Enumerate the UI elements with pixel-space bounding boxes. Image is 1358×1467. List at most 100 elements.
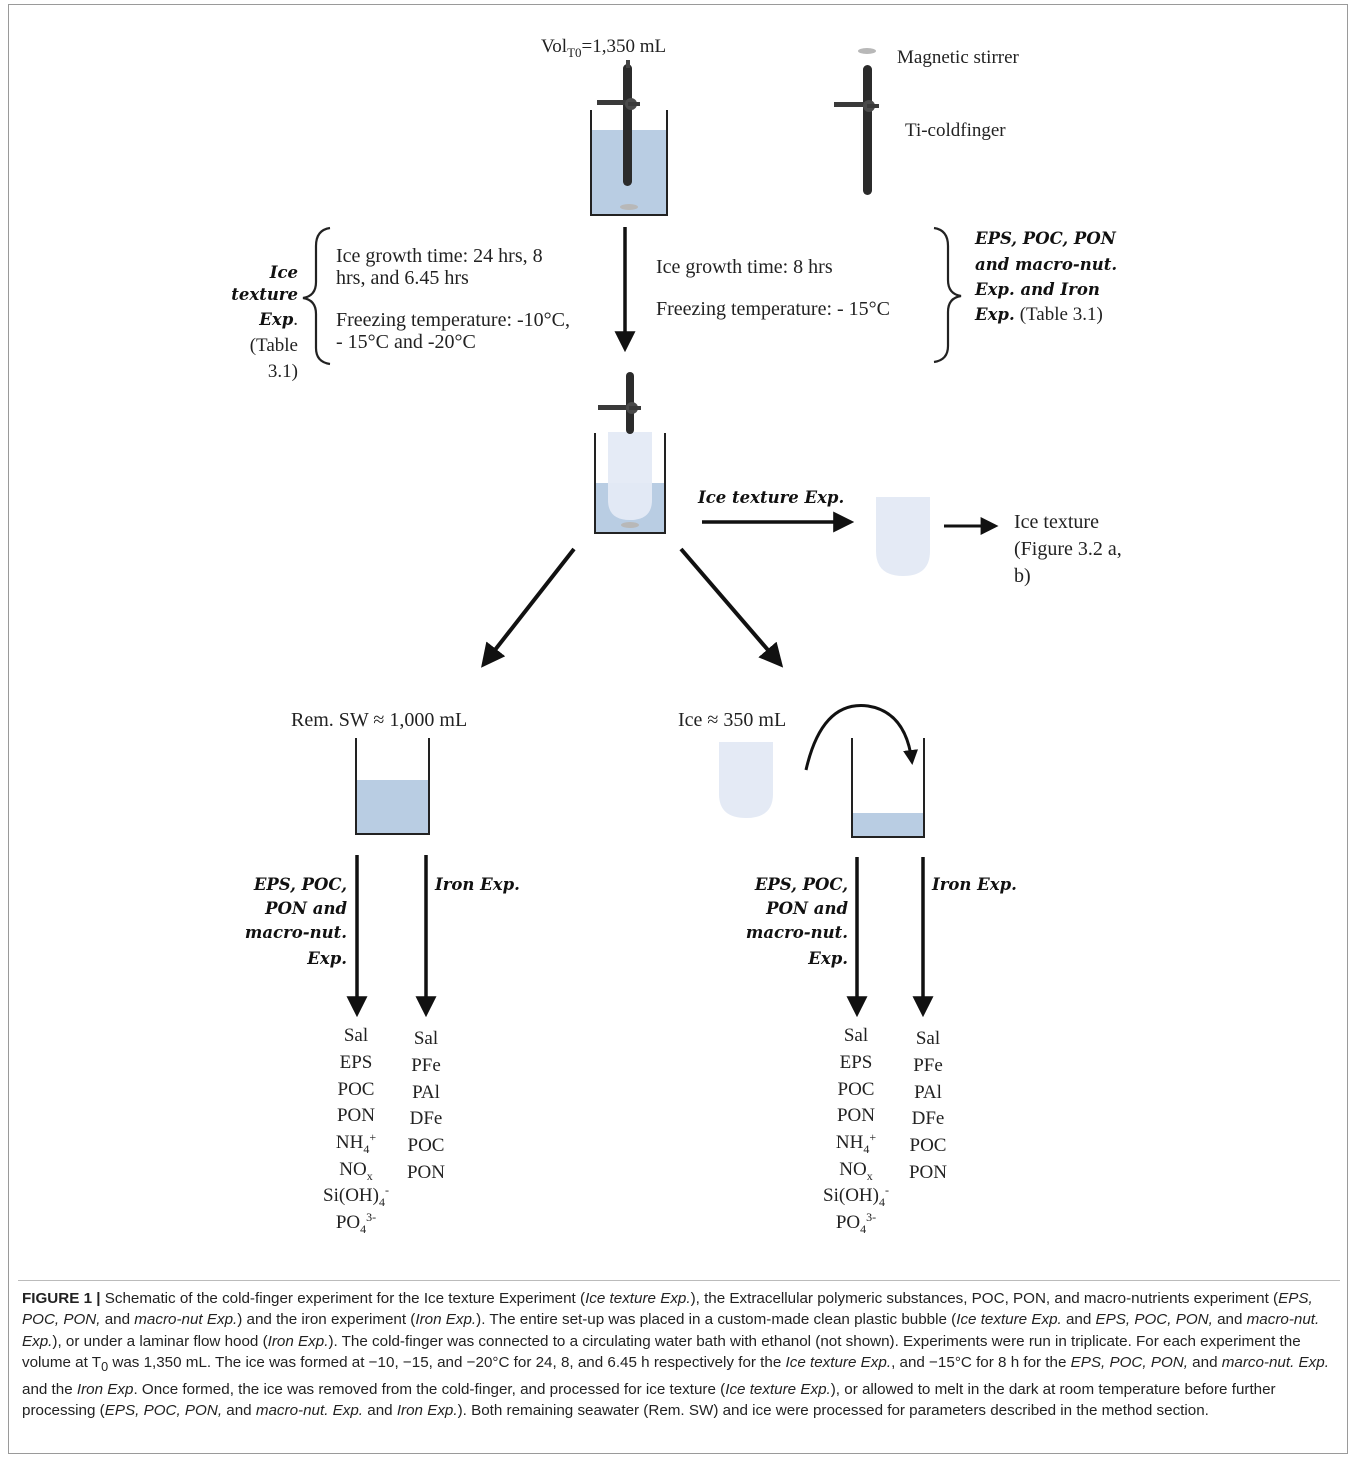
left-temp-line-1: Freezing temperature: -10°C, [336,309,570,331]
caption-segment: and [1212,1311,1247,1329]
param: PFe [913,1055,943,1076]
caption-segment: macro-nut. Exp. [255,1402,364,1420]
left-exp-line-2: texture [231,285,298,304]
caption-segment: EPS, POC, PON, [22,1290,1313,1329]
param: Sal [844,1025,868,1046]
ice-iron-label: Iron Exp. [931,875,1017,894]
caption-segment: Schematic of the cold-finger experiment … [100,1290,586,1307]
ice-eps-line-2: PON and [765,899,848,918]
caption-segment: ). The entire set-up was placed in a cus… [476,1311,957,1329]
caption-segment: Ice texture Exp. [725,1380,831,1398]
caption-segment: Ice texture Exp. [956,1311,1062,1329]
ice-on-finger [608,432,652,520]
right-exp-line-3: Exp. and Iron [974,280,1100,299]
param: DFe [410,1108,443,1129]
ice-eps-line-4: Exp. [807,949,848,968]
caption-segment: and [100,1311,135,1329]
figure-caption: FIGURE 1 | Schematic of the cold-finger … [22,1288,1332,1421]
remaining-eps-line-1: EPS, POC, [253,875,347,894]
param: PO43- [336,1210,376,1236]
vessel-remaining [355,738,430,835]
param: DFe [912,1108,945,1129]
ice-block-melt [719,742,773,818]
param: PON [909,1162,947,1183]
caption-segment: Iron Exp [76,1380,134,1398]
param: Sal [414,1028,438,1049]
arrow-pour-ice [804,704,919,771]
arrow-to-remaining [481,547,576,668]
param: EPS [340,1052,373,1073]
ice-eps-line-1: EPS, POC, [754,875,848,894]
remaining-eps-line-3: macro-nut. [245,923,347,942]
param: NH4+ [836,1130,876,1156]
param: POC [338,1079,375,1100]
coldfinger-initial [597,60,640,186]
caption-segment: Ice texture Exp. [585,1290,691,1307]
right-temp-text: Freezing temperature: - 15°C [656,298,890,320]
volume-label: VolT0=1,350 mL [541,36,666,60]
caption-segment: Iron Exp. [267,1332,329,1350]
caption-segment: ), the Extracellular polymeric substance… [690,1290,1279,1307]
caption-segment: marco-nut. Exp. [1221,1354,1329,1372]
right-exp-line-4: Exp.(Table 3.1) [974,304,1103,325]
left-table-line-1: (Table [250,335,298,356]
remaining-params-a: Sal EPS POC PON NH4+ NOx Si(OH)4- PO43- [323,1025,389,1236]
right-exp-line-2: and macro-nut. [975,255,1117,274]
caption-segment: Iron Exp. [415,1311,477,1329]
caption-segment: Ice texture Exp. [785,1354,892,1372]
caption-segment: . Once formed, the ice was removed from … [133,1380,726,1398]
caption-segment: was 1,350 mL. The ice was formed at −10,… [108,1354,786,1372]
vessel-frozen [594,372,666,534]
legend-stirrer-label: Magnetic stirrer [897,47,1020,68]
caption-segment: macro-nut Exp. [134,1311,238,1329]
caption-segment: macro-nut. Exp. [22,1311,1320,1350]
right-growth-text: Ice growth time: 8 hrs [656,256,833,278]
caption-segment: and [222,1402,256,1420]
ice-texture-result-line-1: Ice texture [1014,511,1099,533]
caption-segment: ), or allowed to melt in the dark at roo… [22,1380,1276,1420]
ice-texture-result-line-3: b) [1014,565,1031,587]
caption-segment: 0 [101,1360,109,1375]
ice-params-a: Sal EPS POC PON NH4+ NOx Si(OH)4- PO43- [823,1025,889,1236]
param: PON [407,1162,445,1183]
caption-divider [18,1280,1340,1281]
caption-segment: ) and the iron experiment ( [237,1311,416,1329]
ice-eps-line-3: macro-nut. [746,923,848,942]
ice-texture-result-line-2: (Figure 3.2 a, [1014,538,1122,560]
remaining-eps-line-4: Exp. [306,949,347,968]
caption-segment: EPS, POC, PON, [104,1402,223,1420]
legend-stirrer-icon [858,48,876,54]
remaining-eps-line-2: PON and [264,899,347,918]
remaining-params-b: Sal PFe PAl DFe POC PON [407,1028,445,1183]
caption-segment: and the [22,1380,77,1398]
left-table-line-2: 3.1) [268,361,298,382]
param: PO43- [836,1210,876,1236]
magnetic-stirrer-icon [620,204,638,210]
param: POC [910,1135,947,1156]
param: Sal [916,1028,940,1049]
remaining-title: Rem. SW ≈ 1,000 mL [291,709,467,731]
param: NOx [339,1159,372,1183]
caption-segment: Iron Exp. [396,1402,458,1420]
legend-coldfinger-label: Ti-coldfinger [905,120,1006,141]
right-exp-line-1: EPS, POC, PON [974,229,1117,248]
caption-segment: ), or under a laminar flow hood ( [52,1332,268,1350]
param: POC [838,1079,875,1100]
caption-segment: EPS, POC, PON, [1070,1354,1188,1372]
param: PAl [412,1082,440,1103]
param: POC [408,1135,445,1156]
caption-segment: and [1187,1354,1222,1372]
param: NOx [839,1159,872,1183]
left-growth-line-1: Ice growth time: 24 hrs, 8 [336,245,543,267]
ice-title: Ice ≈ 350 mL [678,709,786,731]
caption-segment: ). The cold-finger was connected to a ci… [22,1332,1301,1372]
left-brace-group: Ice texture Exp. (Table 3.1) Ice growth … [231,226,570,382]
param: PFe [411,1055,441,1076]
param: Sal [344,1025,368,1046]
param: EPS [840,1052,873,1073]
param: Si(OH)4- [323,1183,389,1209]
caption-segment: and [363,1402,397,1420]
param: PON [337,1105,375,1126]
left-brace-shape [302,226,331,366]
